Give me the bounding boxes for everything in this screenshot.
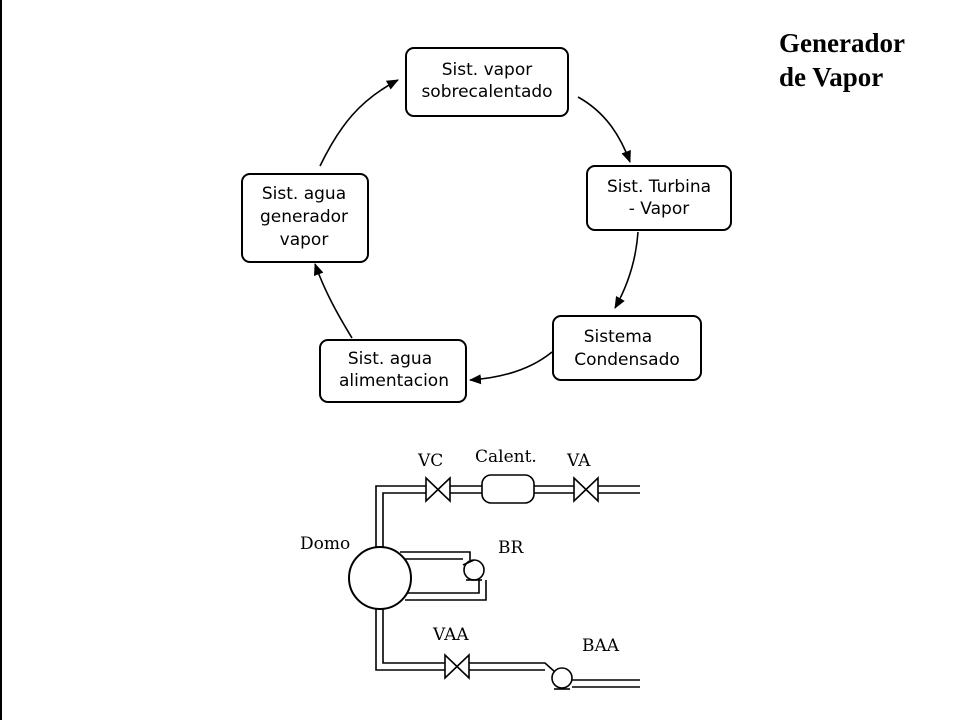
pump-baa-icon <box>551 667 573 690</box>
label-br: BR <box>498 538 524 558</box>
pipe-lower-inner <box>382 609 445 664</box>
node-label-line: sobrecalentado <box>421 82 552 102</box>
node-label-line: Sistema <box>584 327 652 347</box>
label-calent: Calent. <box>475 447 537 467</box>
heater-icon <box>481 474 535 504</box>
node-vapor-sobrecalentado: Sist. vapor sobrecalentado <box>405 47 569 117</box>
valve-vc-icon <box>425 476 451 503</box>
node-label-line: - Vapor <box>629 199 689 219</box>
node-label-line: alimentacion <box>339 371 449 391</box>
arrow-generador-to-sobrecalentado <box>319 79 399 167</box>
node-label-line: Sist. agua <box>262 184 346 204</box>
node-condensado: Sistema Condensado <box>552 315 702 381</box>
pipe-vaa-to-baa-inner <box>469 662 556 673</box>
label-va: VA <box>566 451 591 471</box>
pump-br-icon <box>462 559 485 581</box>
title-line-2: de Vapor <box>779 62 884 92</box>
pipe-recirc-lower-outer <box>405 580 487 601</box>
cycle-arrows <box>313 79 639 385</box>
arrow-sobrecalentado-to-turbina <box>577 96 631 163</box>
arrow-alimentacion-to-generador <box>313 263 353 339</box>
node-label-line: vapor <box>280 230 329 250</box>
node-agua-alimentacion: Sist. agua alimentacion <box>319 339 467 403</box>
title-line-1: Generador <box>779 28 905 58</box>
node-agua-generador: Sist. agua generador vapor <box>241 173 369 263</box>
node-turbina-vapor: Sist. Turbina - Vapor <box>586 165 732 231</box>
node-label-line: Sist. Turbina <box>607 177 711 197</box>
valve-vaa-icon <box>444 653 470 680</box>
schematic <box>348 474 640 690</box>
arrow-condensado-to-alimentacion <box>469 351 553 385</box>
pipe-recirc-lower-inner <box>405 580 480 594</box>
arrow-turbina-to-condensado <box>614 231 639 309</box>
pipe-upper-outer <box>375 485 426 550</box>
node-label-line: Sist. vapor <box>442 60 533 80</box>
pipe-recirc-upper-outer <box>400 551 471 560</box>
slide-title: Generador de Vapor <box>779 26 905 94</box>
pipe-lower-outer <box>375 609 445 671</box>
node-label-line: generador <box>260 207 348 227</box>
drum-icon <box>348 546 412 610</box>
label-vaa: VAA <box>432 625 469 645</box>
label-vc: VC <box>417 451 443 471</box>
node-label-line: Condensado <box>574 350 680 370</box>
node-label-line: Sist. agua <box>348 349 432 369</box>
pipe-upper-inner <box>382 492 426 550</box>
label-domo: Domo <box>300 534 350 554</box>
valve-va-icon <box>573 476 599 503</box>
label-baa: BAA <box>582 636 620 656</box>
